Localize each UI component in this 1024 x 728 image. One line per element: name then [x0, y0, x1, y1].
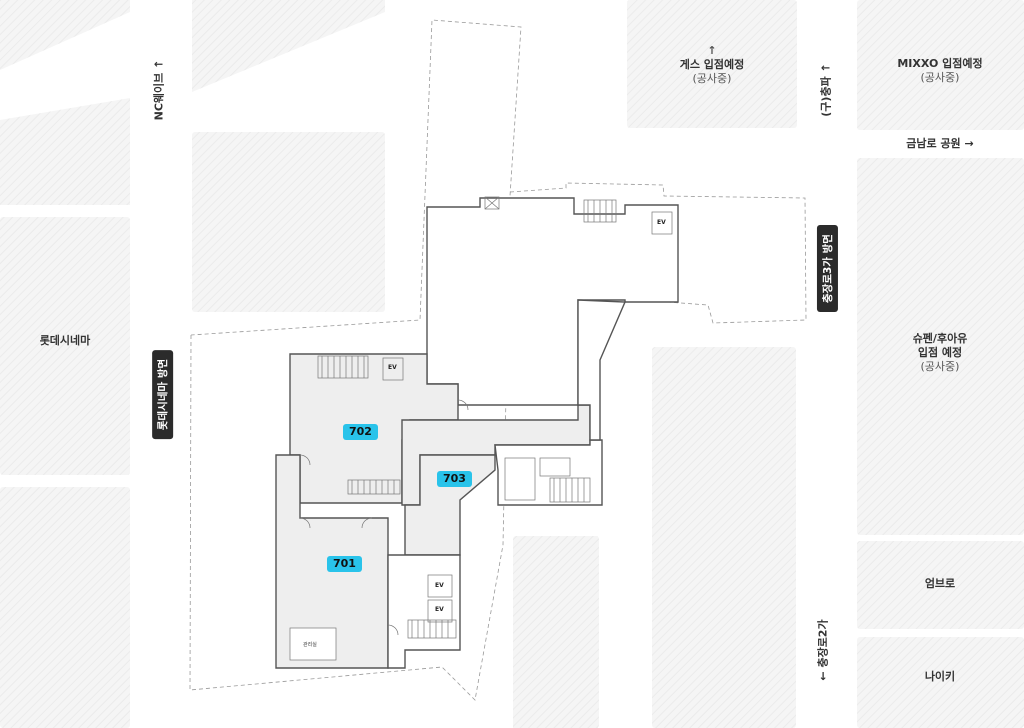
label-lotte-cinema: 롯데시네마 — [20, 334, 110, 348]
street-geumnamro-park-text: 금남로 공원 → — [906, 137, 974, 150]
block-supen — [857, 158, 1024, 535]
street-chungjangro2: ← 충장로2가 — [816, 619, 830, 681]
block-center-left — [192, 132, 385, 312]
block-guess — [627, 0, 797, 128]
north-wing — [426, 197, 679, 406]
block-nike — [857, 637, 1024, 728]
east-service — [494, 439, 603, 506]
label-nike-text: 나이키 — [924, 670, 956, 683]
floor-details — [289, 196, 673, 661]
elevator-label-south-b: EV — [435, 606, 444, 613]
street-geumnamro-park: 금남로 공원 → — [880, 137, 1000, 151]
label-lotte-cinema-text: 롯데시네마 — [39, 334, 91, 347]
block-top-left — [0, 0, 130, 70]
label-supen: 슈펜/후아유 입점 예정 (공사중) — [870, 332, 1010, 374]
south-core — [387, 554, 461, 669]
management-room-label: 관리실 — [303, 642, 317, 648]
label-supen-status: (공사중) — [920, 360, 960, 373]
unit-702-badge[interactable]: 702 — [343, 424, 378, 440]
block-umbro — [857, 541, 1024, 629]
block-mixxo — [857, 0, 1024, 130]
site-boundary — [189, 19, 807, 701]
label-guess: ↑ 게스 입점예정 (공사중) — [640, 44, 784, 86]
unit-701-badge[interactable]: 701 — [327, 556, 362, 572]
label-supen-line2: 입점 예정 — [917, 346, 963, 359]
label-mixxo-status: (공사중) — [920, 71, 960, 84]
badge-chungjangro3: 충장로3가 방면 — [816, 225, 838, 312]
label-guess-name: 게스 입점예정 — [679, 58, 745, 71]
street-old-chungpa: (구)충파 ↑ — [819, 63, 833, 117]
label-nike: 나이키 — [870, 670, 1010, 684]
label-guess-status: (공사중) — [692, 72, 732, 85]
badge-lotte-cinema-dir: 롯데시네마 방면 — [152, 349, 174, 440]
elevator-label-west: EV — [388, 364, 397, 371]
block-bottom-left — [0, 487, 130, 728]
street-nc-wave: NC웨이브 ↑ — [152, 59, 166, 121]
block-lotte-cinema — [0, 217, 130, 475]
label-umbro: 엄브로 — [870, 577, 1010, 591]
block-nw-triangle — [0, 98, 130, 205]
label-umbro-text: 엄브로 — [924, 577, 956, 590]
block-bottom-center-b — [513, 536, 599, 728]
label-supen-line1: 슈펜/후아유 — [912, 332, 968, 345]
elevator-label-south-a: EV — [435, 582, 444, 589]
unit-703-badge[interactable]: 703 — [437, 471, 472, 487]
block-top-center — [192, 0, 385, 92]
label-mixxo-name: MIXXO 입점예정 — [897, 57, 983, 70]
east-diagonal — [577, 299, 627, 441]
elevator-label-north: EV — [657, 219, 666, 226]
block-right-center — [652, 347, 796, 728]
label-mixxo: MIXXO 입점예정 (공사중) — [870, 57, 1010, 85]
